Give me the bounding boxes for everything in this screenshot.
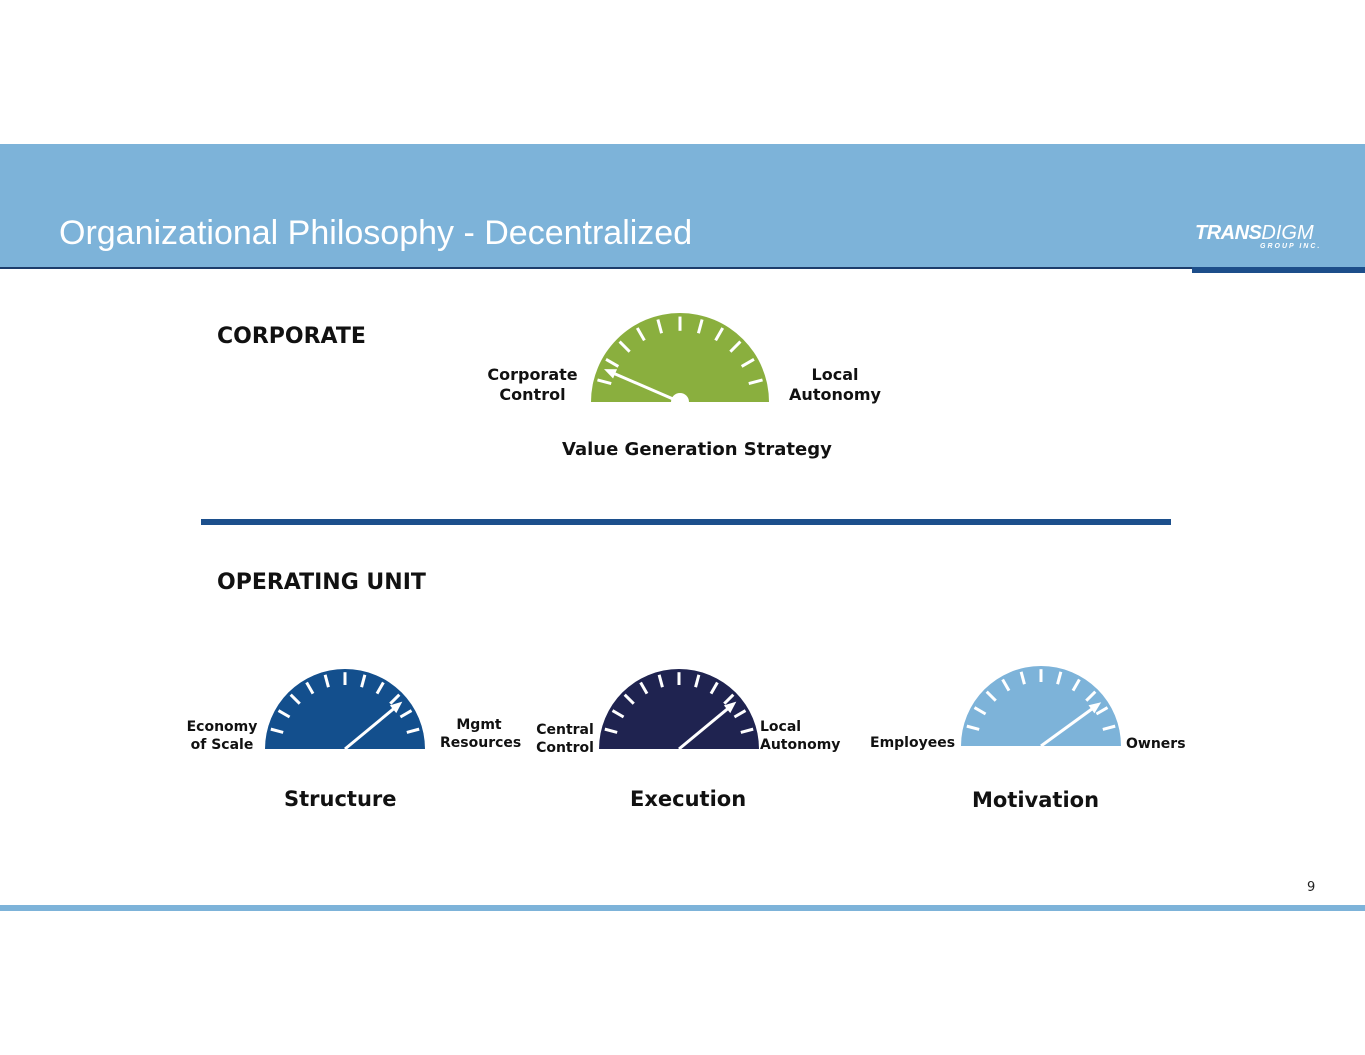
execution-gauge-caption: Execution [630,787,747,811]
structure-gauge-tick [305,681,315,695]
structure-gauge-tick [277,709,291,719]
structure-gauge-tick [399,709,413,719]
motivation-gauge-caption: Motivation [972,788,1100,812]
motivation-gauge [961,666,1121,748]
execution-gauge-needle-tip [723,701,737,714]
corporate-gauge-needle-tip [604,369,618,379]
structure-gauge-tick [375,681,385,695]
corporate-gauge-tick [605,357,620,368]
corporate-gauge-right-label: Local Autonomy [789,365,881,404]
header-band [0,144,1365,268]
corporate-gauge-tick [635,327,646,342]
motivation-gauge-tick [973,706,987,716]
execution-gauge-tick [709,681,719,695]
execution-gauge-dial [599,669,759,749]
structure-gauge-tick [270,727,284,734]
motivation-gauge-tick [1056,671,1063,685]
structure-gauge [265,669,425,751]
header-rule [0,267,1365,269]
corporate-gauge-hub [671,393,689,411]
corporate-gauge-tick [740,357,755,368]
structure-gauge-tick [360,674,367,688]
corporate-gauge-tick [656,319,664,334]
corporate-gauge-tick [597,378,612,386]
structure-gauge-tick [323,674,330,688]
motivation-gauge-tick [1001,678,1011,692]
operating-unit-heading: OPERATING UNIT [217,570,426,595]
structure-gauge-right-label: Mgmt Resources [440,717,522,751]
motivation-gauge-needle-tip [1088,702,1102,714]
structure-gauge-needle-tip [389,701,403,714]
page-number: 9 [1307,880,1316,895]
corporate-gauge-left-label: Corporate Control [487,365,578,404]
corporate-gauge-tick [748,378,763,386]
structure-gauge-tick [289,693,301,705]
execution-gauge-tick [604,727,618,734]
execution-gauge-left-label: Central Control [536,722,594,756]
execution-gauge-tick [639,681,649,695]
page-title: Organizational Philosophy - Decentralize… [59,214,693,252]
corporate-gauge-tick [714,327,725,342]
execution-gauge-tick [694,674,701,688]
motivation-gauge-tick [985,690,997,702]
motivation-gauge-tick [966,724,980,731]
motivation-gauge-dial [961,666,1121,746]
structure-gauge-needle [344,706,396,751]
execution-gauge-tick [723,693,735,705]
corporate-gauge-needle [612,371,681,404]
motivation-gauge-tick [1102,724,1116,731]
structure-gauge-caption: Structure [284,787,397,811]
motivation-gauge-needle [1040,706,1094,748]
section-divider [201,519,1171,525]
corporate-heading: CORPORATE [217,324,366,349]
execution-gauge-right-label: Local Autonomy [760,719,841,753]
execution-gauge-tick [733,709,747,719]
structure-gauge-tick [389,693,401,705]
structure-gauge-tick [406,727,420,734]
structure-gauge-left-label: Economy of Scale [186,719,258,753]
structure-gauge-dial [265,669,425,749]
execution-gauge-tick [657,674,664,688]
corporate-gauge [591,313,769,411]
corporate-gauge-tick [696,319,704,334]
execution-gauge-tick [611,709,625,719]
execution-gauge-tick [623,693,635,705]
logo-underline [1192,267,1365,273]
execution-gauge-needle [678,706,730,751]
motivation-gauge-tick [1019,671,1026,685]
corporate-gauge-tick [729,340,742,353]
execution-gauge-tick [740,727,754,734]
motivation-gauge-tick [1085,690,1097,702]
corporate-gauge-dial [591,313,769,402]
motivation-gauge-left-label: Employees [870,735,956,751]
corporate-gauge-tick [618,340,631,353]
execution-gauge [599,669,759,751]
motivation-gauge-tick [1071,678,1081,692]
corporate-gauge-caption: Value Generation Strategy [562,439,832,460]
motivation-gauge-tick [1095,706,1109,716]
motivation-gauge-right-label: Owners [1126,736,1186,752]
footer-rule [0,905,1365,911]
